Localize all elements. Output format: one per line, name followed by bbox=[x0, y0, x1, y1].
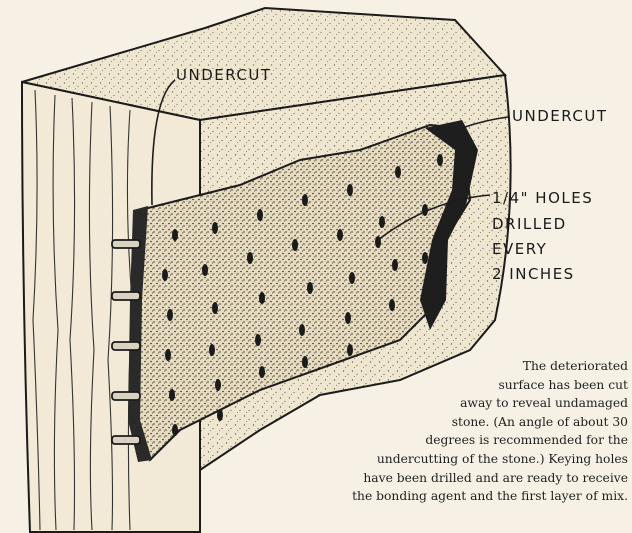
caption-line: stone. (An angle of about 30 bbox=[208, 413, 628, 432]
caption-line: have been drilled and are ready to recei… bbox=[208, 469, 628, 488]
caption-line: away to reveal undamaged bbox=[208, 394, 628, 413]
undercut-label-left: UNDERCUT bbox=[176, 66, 272, 84]
caption-line: undercutting of the stone.) Keying holes bbox=[208, 450, 628, 469]
caption-line: degrees is recommended for the bbox=[208, 431, 628, 450]
caption-line: surface has been cut bbox=[208, 376, 628, 395]
holes-label-line3: EVERY bbox=[492, 240, 547, 258]
holes-label-line4: 2 INCHES bbox=[492, 265, 575, 283]
caption-line: The deteriorated bbox=[208, 357, 628, 376]
caption-line: the bonding agent and the first layer of… bbox=[208, 487, 628, 506]
figure-caption: The deteriorated surface has been cut aw… bbox=[208, 357, 628, 506]
undercut-label-right: UNDERCUT bbox=[512, 107, 608, 125]
holes-label-line1: 1/4" HOLES bbox=[492, 189, 593, 207]
holes-label-line2: DRILLED bbox=[492, 215, 567, 233]
